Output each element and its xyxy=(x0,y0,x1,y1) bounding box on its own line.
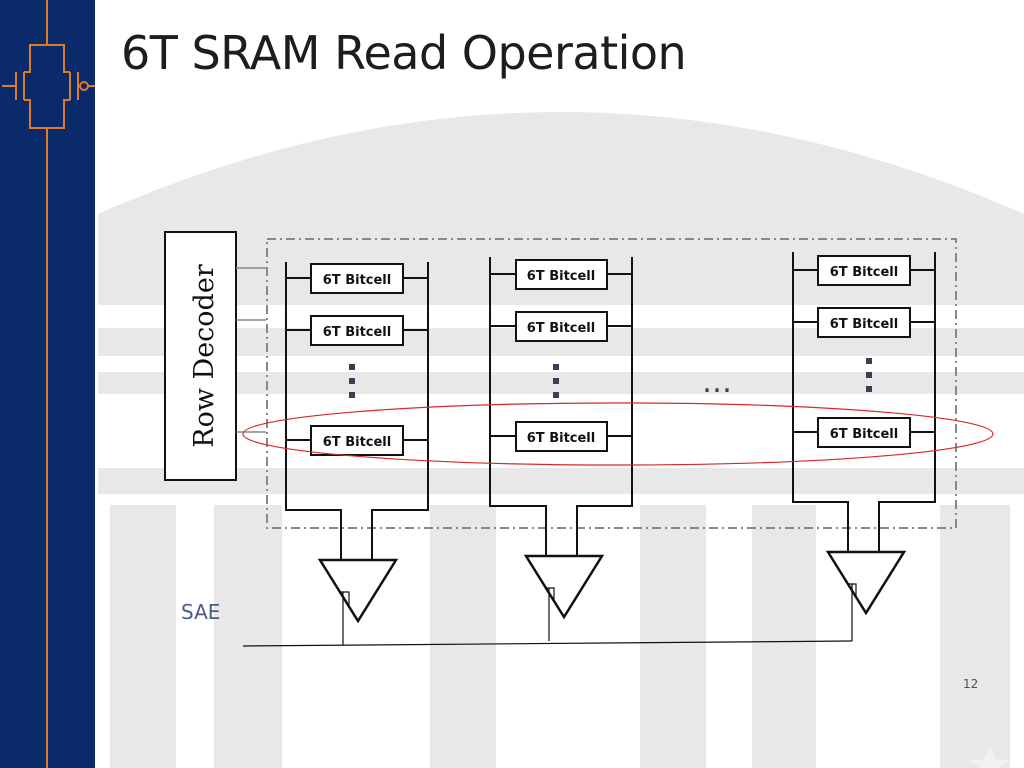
logo-transistor-icon xyxy=(2,0,95,768)
sae-label: SAE xyxy=(181,600,221,624)
bitcell: 6T Bitcell xyxy=(515,421,608,452)
word-line-stubs xyxy=(236,267,266,433)
sidebar xyxy=(0,0,95,768)
page-number: 12 xyxy=(963,677,979,691)
bitcell: 6T Bitcell xyxy=(515,259,608,290)
row-decoder-label: Row Decoder xyxy=(189,264,220,448)
column-2: 6T Bitcell 6T Bitcell 6T Bitcell xyxy=(489,257,633,641)
bitcell: 6T Bitcell xyxy=(817,307,911,338)
bitcell: 6T Bitcell xyxy=(817,255,911,286)
bitcell-label: 6T Bitcell xyxy=(527,431,595,446)
bitcell-label: 6T Bitcell xyxy=(323,273,391,288)
bitcell: 6T Bitcell xyxy=(310,263,404,294)
bitcell-label: 6T Bitcell xyxy=(527,269,595,284)
sense-amplifier xyxy=(523,554,605,620)
column-dots xyxy=(349,364,355,398)
slide-title: 6T SRAM Read Operation xyxy=(121,26,687,80)
selected-row-highlight xyxy=(242,402,994,466)
sense-amplifier xyxy=(317,558,399,624)
array-boundary xyxy=(266,238,957,529)
bitcell-label: 6T Bitcell xyxy=(830,265,898,280)
bitcell: 6T Bitcell xyxy=(310,315,404,346)
column-3: 6T Bitcell 6T Bitcell 6T Bitcell xyxy=(792,252,936,641)
bitcell: 6T Bitcell xyxy=(817,417,911,448)
sense-amplifier xyxy=(825,550,907,616)
bitcell-label: 6T Bitcell xyxy=(527,321,595,336)
column-dots xyxy=(866,358,872,392)
bitcell-label: 6T Bitcell xyxy=(830,317,898,332)
column-dots xyxy=(553,364,559,398)
sae-line xyxy=(242,640,853,647)
column-1: 6T Bitcell 6T Bitcell 6T Bitcell xyxy=(285,262,429,645)
row-decoder-box xyxy=(164,231,237,481)
columns-ellipsis: … xyxy=(702,365,732,400)
bitcell: 6T Bitcell xyxy=(310,425,404,456)
bitcell-label: 6T Bitcell xyxy=(323,325,391,340)
bitcell-label: 6T Bitcell xyxy=(830,427,898,442)
bitcell: 6T Bitcell xyxy=(515,311,608,342)
bitcell-label: 6T Bitcell xyxy=(323,435,391,450)
